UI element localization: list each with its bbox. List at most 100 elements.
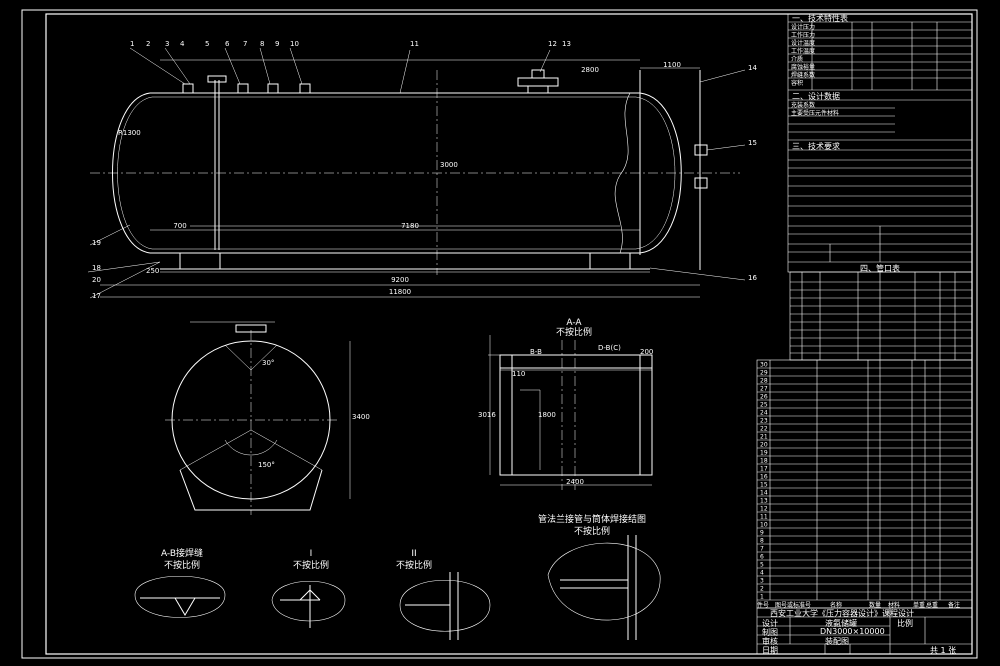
tech-row-7: 容积 [791,80,804,87]
title-row-design: 设计 [762,619,778,628]
title-school: 西安工业大学《压力容器设计》课程设计 [770,609,914,618]
parts-row-number: 25 [760,402,768,409]
parts-row-number: 16 [760,474,768,481]
balloon-label: 10 [290,40,299,48]
parts-row-number: 3 [760,578,764,585]
dim-support: 7180 [401,222,419,230]
nozzle-detail-title: 管法兰接管与筒体焊接结图 [537,515,647,525]
title-spec: DN3000×10000 [820,627,885,636]
tech-title-1: 一、技术特性表 [792,14,848,23]
dim-total: 11800 [388,288,412,296]
section-aa-scale: 不按比例 [555,328,593,338]
tech-row-0: 设计压力 [791,24,816,31]
title-name: 液氨储罐 [825,619,857,628]
parts-row-number: 26 [760,394,768,401]
dim-body: 9200 [391,276,409,284]
balloon-label: 3 [165,40,169,48]
parts-header-4: 材料 [888,602,901,609]
parts-header-0: 件号 [757,602,770,609]
balloon-label: 1 [130,40,134,48]
dim-height: 3000 [440,161,458,169]
weld-detail-a [134,575,226,618]
detail-ii-scale: 不按比例 [395,561,433,571]
section-aa-title: A-A [566,318,582,328]
outer-frame [21,9,978,659]
dim-head-radius: R1300 [118,129,141,137]
balloon-label: 13 [562,40,571,48]
parts-row-number: 14 [760,490,768,497]
dim-top-right: 1100 [663,61,681,69]
balloon-label: 19 [92,239,101,247]
weld-detail-i [271,581,346,628]
title-row-review: 审核 [762,637,778,646]
balloon-label: 6 [225,40,230,48]
detail-i-title: I [309,549,313,559]
parts-header-5: 单重 [913,602,926,609]
dim-left-small: 250 [146,267,160,275]
tech-title-2: 二、设计数据 [792,92,840,101]
title-drawing: 装配图 [825,637,849,646]
title-block [756,607,973,655]
parts-row-number: 2 [760,586,764,593]
parts-row-number: 1 [760,594,764,601]
parts-row-number: 17 [760,466,768,473]
section-right: 200 [640,348,654,356]
detail-i-scale: 不按比例 [292,561,330,571]
parts-list-table [756,359,973,609]
end-view-angle: 150° [258,461,275,469]
parts-row-number: 4 [760,570,764,577]
parts-rows: 3029282726252423222120191817161514131211… [757,362,972,601]
weld-a-title: A-B接焊缝 [160,549,204,559]
parts-header-2: 名称 [830,602,843,609]
balloon-label: 5 [205,40,209,48]
parts-row-number: 24 [760,410,768,417]
parts-row-number: 6 [760,554,764,561]
balloon-label: 2 [146,40,150,48]
balloon-label: 11 [410,40,419,48]
parts-header-7: 备注 [948,602,961,609]
weld-detail-ii [399,572,491,640]
balloon-label: 18 [92,264,101,272]
balloon-label: 17 [92,292,101,300]
nozzle-weld-detail [547,535,661,640]
tech-title-3: 三、技术要求 [792,142,840,151]
tech-row-5: 腐蚀裕量 [791,64,816,71]
tech-row-8: 充装系数 [791,102,816,109]
section-label-left: B-B [530,348,542,356]
parts-row-number: 12 [760,506,768,513]
balloon-label: 15 [748,139,757,147]
parts-row-number: 20 [760,442,768,449]
weld-a-scale: 不按比例 [163,561,201,571]
title-scale: 比例 [897,619,913,628]
parts-header-3: 数量 [869,602,882,609]
main-vessel-view [87,47,746,299]
parts-row-number: 28 [760,378,768,385]
tech-title-4: 四、管口表 [860,264,900,273]
tech-row-1: 工作压力 [791,32,816,39]
parts-row-number: 11 [760,514,768,521]
parts-row-number: 18 [760,458,768,465]
parts-row-number: 21 [760,434,768,441]
parts-row-number: 10 [760,522,768,529]
parts-row-number: 23 [760,418,768,425]
parts-row-number: 5 [760,562,764,569]
dim-left: 700 [173,222,187,230]
end-view-dia: 3400 [352,413,370,421]
detail-ii-title: II [411,549,417,559]
parts-row-number: 19 [760,450,768,457]
tech-row-4: 介质 [791,56,804,63]
parts-row-number: 29 [760,370,768,377]
section-width: 2400 [566,478,584,486]
parts-row-number: 7 [760,546,764,553]
nozzle-table [789,271,973,361]
tech-row-9: 主要受压元件材料 [791,110,840,117]
balloon-label: 7 [243,40,247,48]
tech-row-2: 设计温度 [791,40,816,47]
dim-top-mid: 2800 [581,66,599,74]
nozzle-detail-scale: 不按比例 [573,527,611,537]
section-aa-view [488,335,653,490]
balloon-label: 9 [275,40,279,48]
parts-row-number: 30 [760,362,768,369]
